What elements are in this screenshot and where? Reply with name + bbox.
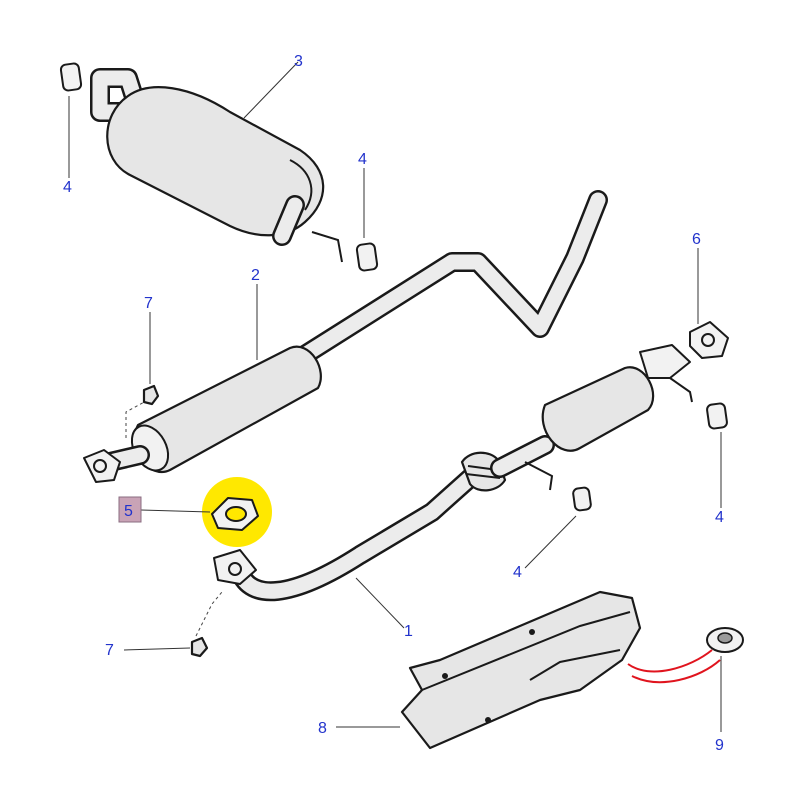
callout-7-lower: 7 — [105, 642, 114, 659]
callout-5[interactable]: 5 — [124, 503, 133, 520]
flange-gasket[interactable] — [689, 321, 729, 359]
front-pipe-catalyst[interactable] — [213, 344, 693, 602]
callout-6: 6 — [692, 231, 701, 248]
rubber-mounting-b[interactable] — [355, 242, 379, 272]
rubber-mounting-c[interactable] — [706, 402, 728, 430]
nut-b[interactable] — [190, 591, 223, 658]
centre-silencer-pipe[interactable] — [83, 190, 608, 483]
leader-lines — [68, 61, 722, 732]
callout-4-top-middle: 4 — [358, 151, 367, 168]
heat-shield[interactable] — [400, 590, 642, 750]
callout-5-selected-box — [118, 496, 142, 523]
gasket-highlighted[interactable] — [202, 477, 272, 547]
callout-3: 3 — [294, 53, 303, 70]
callout-2: 2 — [251, 267, 260, 284]
callout-1: 1 — [404, 623, 413, 640]
callout-7-upper: 7 — [144, 295, 153, 312]
callout-8: 8 — [318, 720, 327, 737]
rubber-mounting-d[interactable] — [572, 486, 592, 512]
fixing-clip[interactable] — [627, 627, 744, 684]
callout-4-centre: 4 — [513, 564, 522, 581]
callout-4-top-left: 4 — [63, 179, 72, 196]
rear-silencer[interactable] — [90, 68, 343, 263]
callout-9: 9 — [715, 737, 724, 754]
callout-4-right: 4 — [715, 509, 724, 526]
rubber-mounting-a[interactable] — [59, 62, 83, 92]
callout-labels: 3 4 4 2 7 6 4 4 5 1 7 8 9 — [63, 53, 724, 754]
nut-a[interactable] — [142, 384, 160, 406]
